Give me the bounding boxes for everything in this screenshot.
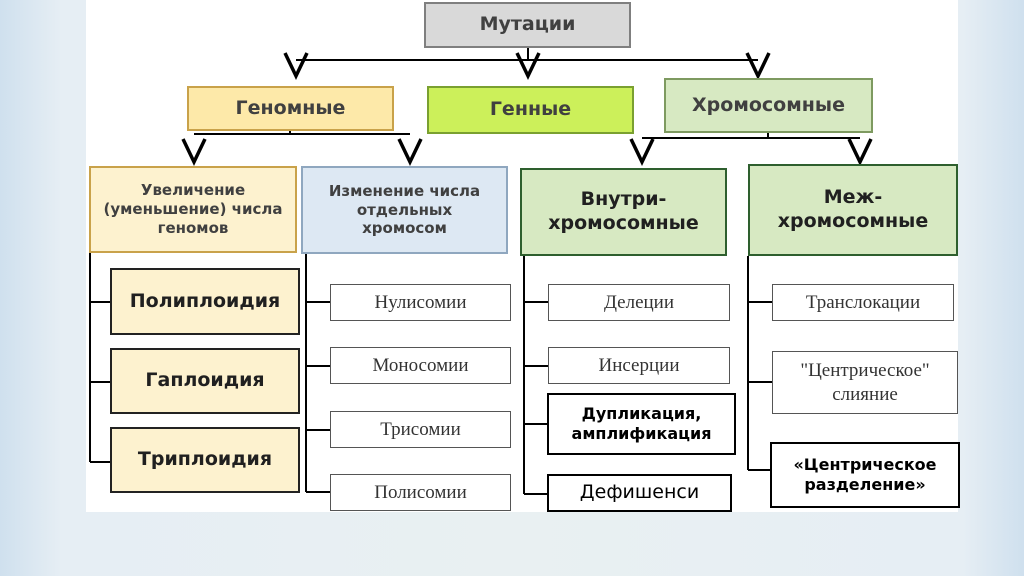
centric-fission-box: «Центрическое разделение» — [770, 442, 960, 508]
chromosomal-inter-box: Меж-хромосомные — [748, 164, 958, 256]
polysomy-box: Полисомии — [330, 474, 511, 511]
translocations-box: Транслокации — [772, 284, 954, 321]
monosomy-box: Моносомии — [330, 347, 511, 384]
centric-fusion-box: "Центрическое" слияние — [772, 351, 958, 414]
genomic-sub-chromosome-count: Изменение числа отдельных хромосом — [301, 166, 508, 254]
nullisomy-box: Нулисомии — [330, 284, 511, 321]
category-genic-box: Генные — [427, 86, 634, 134]
haploidy-box: Гаплоидия — [110, 348, 300, 414]
deletions-box: Делеции — [548, 284, 730, 321]
root-mutations-box: Мутации — [424, 2, 631, 48]
chromosomal-intra-box: Внутри-хромосомные — [520, 168, 727, 256]
genomic-sub-genome-count: Увеличение (уменьшение) числа геномов — [89, 166, 297, 253]
category-genomic-box: Геномные — [187, 86, 394, 131]
insertions-box: Инсерции — [548, 347, 730, 384]
category-chromosomal-box: Хромосомные — [664, 78, 873, 133]
duplication-box: Дупликация, амплификация — [547, 393, 736, 455]
triploidy-box: Триплоидия — [110, 427, 300, 493]
deficiency-box: Дефишенси — [547, 474, 732, 512]
polyploidy-box: Полиплоидия — [110, 268, 300, 335]
trisomy-box: Трисомии — [330, 411, 511, 448]
